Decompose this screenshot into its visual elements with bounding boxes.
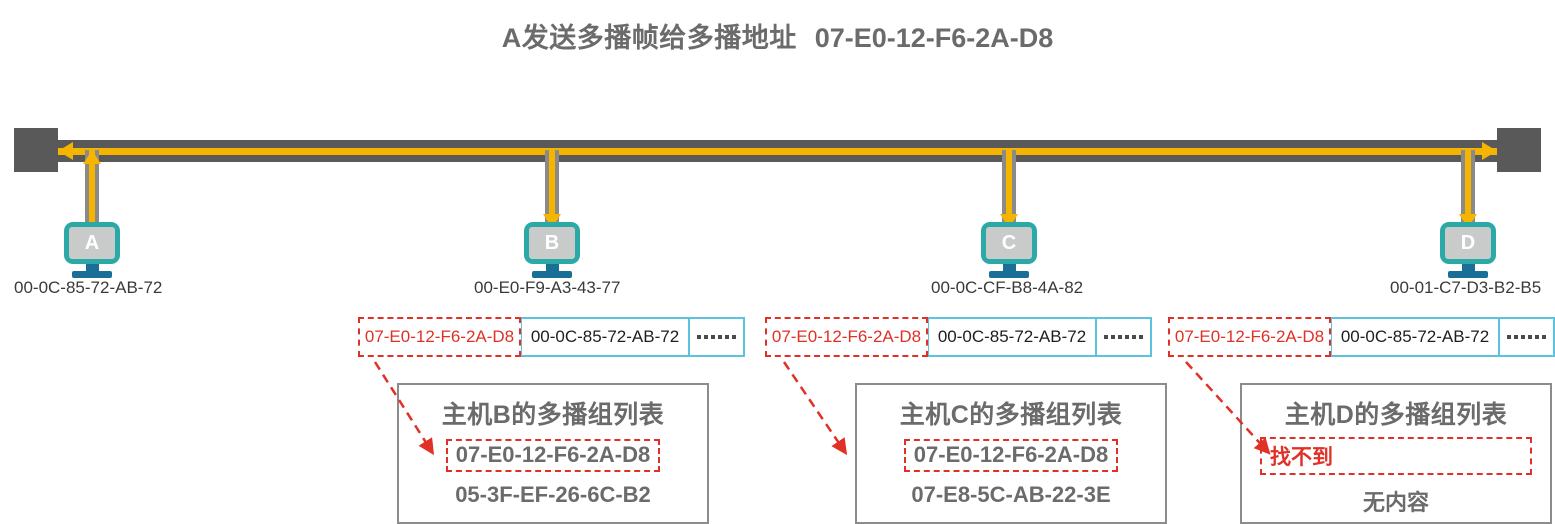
- drop-line-a-stripe: [89, 150, 95, 228]
- page-title-multicast-address: 07-E0-12-F6-2A-D8: [814, 23, 1054, 53]
- group-list-b-matched-entry: 07-E0-12-F6-2A-D8: [445, 439, 661, 472]
- frame-d-source: 00-0C-85-72-AB-72: [1330, 319, 1498, 355]
- monitor-base-d: [1448, 271, 1488, 278]
- host-d-letter: D: [1445, 227, 1491, 259]
- group-list-d: 主机D的多播组列表 找不到 无内容: [1240, 383, 1552, 524]
- group-list-d-title: 主机D的多播组列表: [1284, 401, 1508, 429]
- group-list-c-title: 主机C的多播组列表: [899, 401, 1123, 429]
- drop-arrow-up-a-icon: [83, 150, 101, 164]
- host-a[interactable]: A: [32, 222, 152, 278]
- group-list-c-other-entry: 07-E8-5C-AB-22-3E: [911, 482, 1111, 507]
- frame-c-payload-ellipsis: [1095, 319, 1150, 355]
- payload-dots-icon: [1507, 335, 1546, 339]
- group-list-c: 主机C的多播组列表 07-E0-12-F6-2A-D8 07-E8-5C-AB-…: [855, 383, 1167, 524]
- frame-c-source: 00-0C-85-72-AB-72: [927, 319, 1095, 355]
- monitor-neck-b: [545, 264, 559, 271]
- computer-icon-a: A: [64, 222, 120, 264]
- host-a-mac-label: 00-0C-85-72-AB-72: [14, 278, 163, 297]
- page-title: A发送多播帧给多播地址 07-E0-12-F6-2A-D8: [0, 16, 1555, 55]
- host-c-letter: C: [986, 227, 1032, 259]
- drop-line-b-stripe: [549, 150, 555, 228]
- monitor-neck-d: [1461, 264, 1475, 271]
- frame-b: 07-E0-12-F6-2A-D8 00-0C-85-72-AB-72: [358, 317, 745, 357]
- host-a-letter: A: [69, 227, 115, 259]
- computer-icon-d: D: [1440, 222, 1496, 264]
- frame-d: 07-E0-12-F6-2A-D8 00-0C-85-72-AB-72: [1168, 317, 1555, 357]
- group-list-d-not-found: 找不到: [1260, 437, 1532, 475]
- monitor-neck-a: [85, 264, 99, 271]
- group-list-b-title: 主机B的多播组列表: [441, 401, 665, 429]
- frame-d-payload-ellipsis: [1498, 319, 1553, 355]
- drop-line-d-stripe: [1465, 150, 1471, 228]
- page-title-text: A发送多播帧给多播地址: [501, 23, 797, 53]
- payload-dots-icon: [1104, 335, 1143, 339]
- group-list-b: 主机B的多播组列表 07-E0-12-F6-2A-D8 05-3F-EF-26-…: [397, 383, 709, 524]
- group-list-c-matched-entry: 07-E0-12-F6-2A-D8: [903, 439, 1119, 472]
- ethernet-bus-signal-stripe: [48, 148, 1508, 155]
- computer-icon-b: B: [524, 222, 580, 264]
- host-c[interactable]: C: [949, 222, 1069, 278]
- payload-dots-icon: [697, 335, 736, 339]
- frame-b-source: 00-0C-85-72-AB-72: [520, 319, 688, 355]
- signal-arrow-left-icon: [58, 142, 73, 160]
- frame-b-payload-ellipsis: [688, 319, 743, 355]
- frame-c-destination: 07-E0-12-F6-2A-D8: [765, 317, 928, 357]
- drop-line-c-stripe: [1006, 150, 1012, 228]
- frame-d-destination: 07-E0-12-F6-2A-D8: [1168, 317, 1331, 357]
- computer-icon-c: C: [981, 222, 1037, 264]
- host-d-mac-label: 00-01-C7-D3-B2-B5: [1390, 278, 1542, 297]
- bus-terminator-right: [1497, 128, 1541, 172]
- host-b-letter: B: [529, 227, 575, 259]
- group-list-b-other-entry: 05-3F-EF-26-6C-B2: [455, 482, 651, 507]
- monitor-base-b: [532, 271, 572, 278]
- monitor-base-c: [989, 271, 1029, 278]
- host-b-mac-label: 00-E0-F9-A3-43-77: [474, 278, 621, 297]
- monitor-base-a: [72, 271, 112, 278]
- bus-terminator-left: [14, 128, 58, 172]
- host-b[interactable]: B: [492, 222, 612, 278]
- frame-b-destination: 07-E0-12-F6-2A-D8: [358, 317, 521, 357]
- group-list-d-empty-label: 无内容: [1362, 490, 1429, 515]
- host-d[interactable]: D: [1408, 222, 1528, 278]
- frame-c: 07-E0-12-F6-2A-D8 00-0C-85-72-AB-72: [765, 317, 1152, 357]
- host-c-mac-label: 00-0C-CF-B8-4A-82: [931, 278, 1084, 297]
- lookup-arrow-c: [782, 361, 848, 456]
- monitor-neck-c: [1002, 264, 1016, 271]
- signal-arrow-right-icon: [1482, 142, 1497, 160]
